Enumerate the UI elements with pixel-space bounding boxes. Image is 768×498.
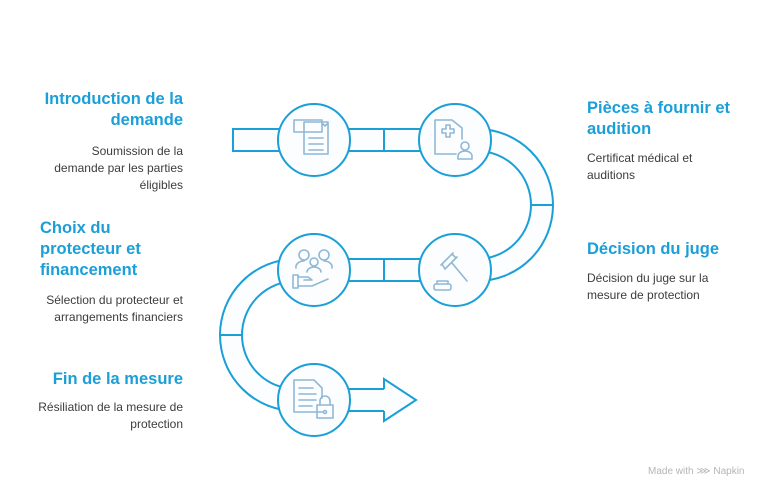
family-hand-icon — [292, 249, 333, 289]
step-3-description: Décision du juge sur la mesure de protec… — [587, 271, 709, 302]
step-2-node — [418, 103, 492, 177]
step-4-title: Choix du protecteur et financement — [40, 219, 141, 279]
step-1-node — [277, 103, 351, 177]
step-4-node — [277, 233, 351, 307]
arrow-head — [383, 377, 418, 423]
step-5-description: Résiliation de la mesure de protection — [38, 400, 183, 431]
gavel-icon — [433, 252, 468, 291]
step-4-description: Sélection du protecteur et arrangements … — [46, 293, 183, 324]
step-3-title: Décision du juge — [587, 240, 720, 258]
step-2-description: Certificat médical et auditions — [587, 151, 693, 182]
form-document-icon — [293, 119, 329, 155]
napkin-watermark: Made with ⋙ Napkin — [648, 466, 745, 477]
step-5-title: Fin de la mesure — [52, 370, 183, 388]
locked-document-icon — [293, 379, 334, 419]
step-1-description: Soumission de la demande par les parties… — [54, 144, 183, 192]
path-band — [219, 128, 554, 423]
step-1-title: Introduction de la demande — [44, 90, 183, 129]
step-3-node — [418, 233, 492, 307]
medical-certificate-icon — [434, 119, 473, 160]
step-2-title: Pièces à fournir et audition — [587, 99, 731, 138]
